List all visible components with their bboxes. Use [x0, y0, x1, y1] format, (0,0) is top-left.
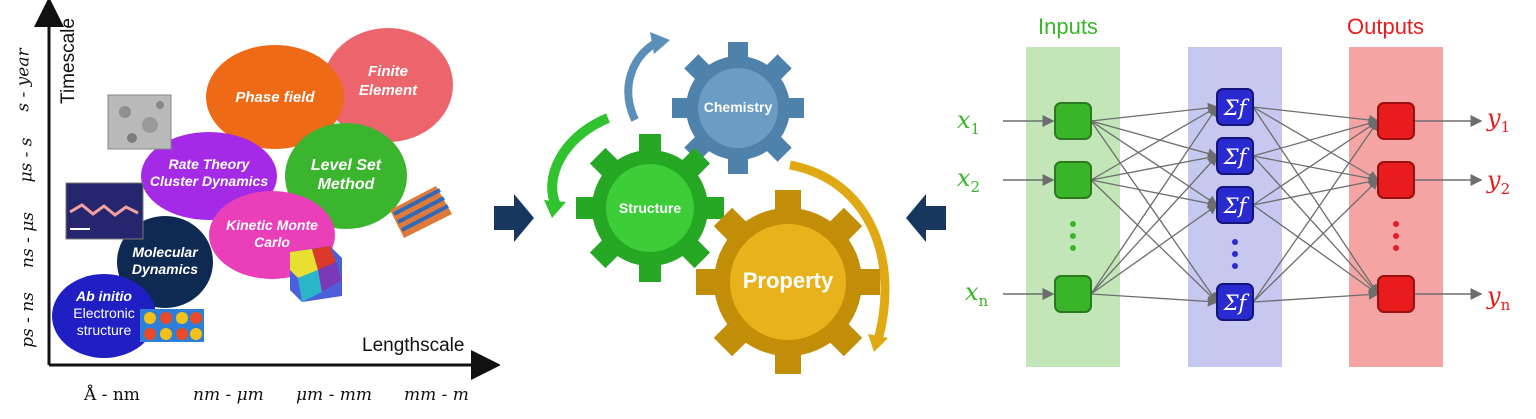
- ab-initio-label: Ab initio Electronic structure: [73, 288, 135, 338]
- input-node: [1054, 102, 1092, 140]
- electronic-density-image: [140, 309, 204, 342]
- left-pointing-arrow: [906, 194, 946, 242]
- connection-lines: [1090, 102, 1380, 307]
- input-hidden-connection: [1090, 179, 1218, 303]
- inputs-title: Inputs: [1038, 14, 1098, 39]
- hidden-output-connection: [1252, 155, 1379, 295]
- hidden-node: [1216, 283, 1254, 321]
- outputs-title: Outputs: [1347, 14, 1425, 39]
- kmc-grain-image: [290, 246, 342, 302]
- length-tick-mm-m: mm - m: [404, 385, 469, 405]
- input-node: [1054, 275, 1092, 313]
- hidden-output-connection: [1252, 120, 1380, 206]
- hidden-output-connection: [1252, 176, 1380, 206]
- finite-element-label: Finite Element: [358, 63, 418, 99]
- hidden-node-label: Σf: [1223, 291, 1250, 315]
- structure-gear-label: Structure: [618, 200, 682, 216]
- input-hidden-connection: [1090, 179, 1219, 209]
- hidden-output-connection: [1252, 106, 1380, 181]
- hidden-output-connection: [1252, 155, 1380, 184]
- input-hidden-connection: [1090, 120, 1218, 304]
- hidden-output-connection: [1252, 119, 1379, 303]
- length-tick-a-nm: Å - nm: [84, 385, 140, 405]
- hidden-output-connection: [1252, 106, 1380, 126]
- chemistry-gear: [672, 42, 804, 174]
- input-hidden-connection: [1090, 293, 1219, 307]
- lengthscale-axis-title: Lengthscale: [362, 335, 465, 356]
- hidden-node-label: Σf: [1223, 194, 1250, 218]
- input-hidden-connection: [1090, 102, 1219, 122]
- hidden-output-connection: [1252, 179, 1379, 303]
- time-tick-us-s: μs - s: [16, 137, 37, 183]
- inputs-column: [1026, 47, 1120, 367]
- molecular-dynamics-label: Molecular Dynamics: [131, 244, 199, 277]
- ab-initio-bubble: [52, 274, 156, 358]
- output-node: [1377, 275, 1415, 313]
- structure-gear: [576, 134, 724, 282]
- hidden-output-connection: [1252, 106, 1379, 296]
- length-tick-nm-um: nm - μm: [193, 385, 264, 405]
- input-hidden-connection: [1090, 120, 1219, 206]
- property-gear: [696, 190, 880, 374]
- input-var-xn: xn: [965, 278, 989, 310]
- input-hidden-connection: [1090, 155, 1218, 295]
- chemistry-gear-label: Chemistry: [703, 99, 773, 115]
- hidden-output-connection: [1252, 118, 1380, 157]
- phase-field-label: Phase field: [235, 89, 315, 106]
- input-hidden-connection: [1090, 204, 1219, 295]
- hidden-node: [1216, 88, 1254, 126]
- level-set-label: Level Set Method: [310, 157, 382, 193]
- input-hidden-connection: [1090, 152, 1219, 181]
- output-var-y1: y1: [1487, 104, 1511, 136]
- hidden-output-connection: [1252, 204, 1380, 295]
- input-hidden-connection: [1090, 120, 1219, 159]
- input-var-x2: x2: [957, 164, 981, 196]
- output-var-yn: yn: [1487, 282, 1511, 314]
- multiscale-axes: [34, 0, 500, 380]
- input-var-x1: x1: [957, 106, 981, 138]
- gears-panel: Chemistry Structure Property: [490, 0, 960, 419]
- input-node: [1054, 161, 1092, 199]
- hidden-node-label: Σf: [1223, 145, 1250, 169]
- level-set-image: [390, 186, 452, 238]
- hidden-output-connection: [1252, 289, 1380, 303]
- gears-graphic: [494, 32, 946, 374]
- multiscale-methods-panel: Timescale Lengthscale s - year μs - s ns…: [0, 0, 500, 419]
- time-tick-ns-us: ns - μs: [18, 212, 38, 268]
- hidden-node: [1216, 186, 1254, 224]
- io-arrows: [1003, 115, 1483, 300]
- timescale-axis-title: Timescale: [57, 18, 79, 104]
- kinetic-monte-carlo-label: Kinetic Monte Carlo: [226, 217, 318, 250]
- property-cycle-arrow: [789, 160, 890, 342]
- time-tick-s-year: s - year: [13, 48, 34, 112]
- structure-cycle-arrow: [547, 113, 611, 208]
- property-gear-label: Property: [742, 268, 834, 293]
- output-node: [1377, 161, 1415, 199]
- length-tick-um-mm: μm - mm: [296, 385, 372, 405]
- finite-element-bubble: [323, 28, 453, 142]
- output-var-y2: y2: [1487, 166, 1511, 198]
- rate-theory-label: Rate Theory Cluster Dynamics: [149, 156, 269, 189]
- phase-field-bubble: [206, 45, 344, 149]
- chemistry-cycle-arrow: [624, 40, 657, 122]
- input-hidden-connection: [1090, 105, 1218, 295]
- hidden-node: [1216, 137, 1254, 175]
- right-pointing-arrow: [494, 194, 534, 242]
- output-node: [1377, 102, 1415, 140]
- hidden-node-label: Σf: [1223, 96, 1250, 120]
- time-tick-ps-ns: ps - ns: [17, 292, 38, 348]
- level-set-bubble: [285, 123, 407, 229]
- input-hidden-connection: [1090, 106, 1219, 181]
- outputs-column: [1349, 47, 1443, 367]
